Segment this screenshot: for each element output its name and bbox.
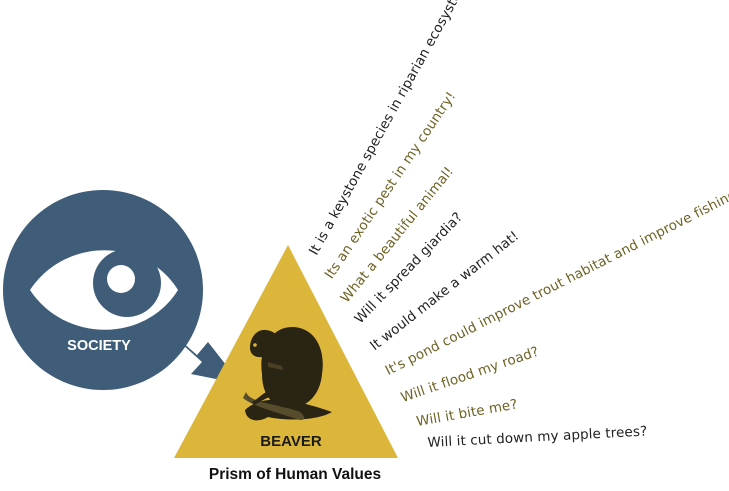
arrow-icon [158, 321, 241, 384]
beaver-illustration [243, 327, 332, 421]
society-label: SOCIETY [67, 338, 131, 354]
eye-icon [30, 249, 178, 330]
diagram-caption: Prism of Human Values [208, 466, 382, 483]
beaver-label: BEAVER [260, 433, 322, 450]
